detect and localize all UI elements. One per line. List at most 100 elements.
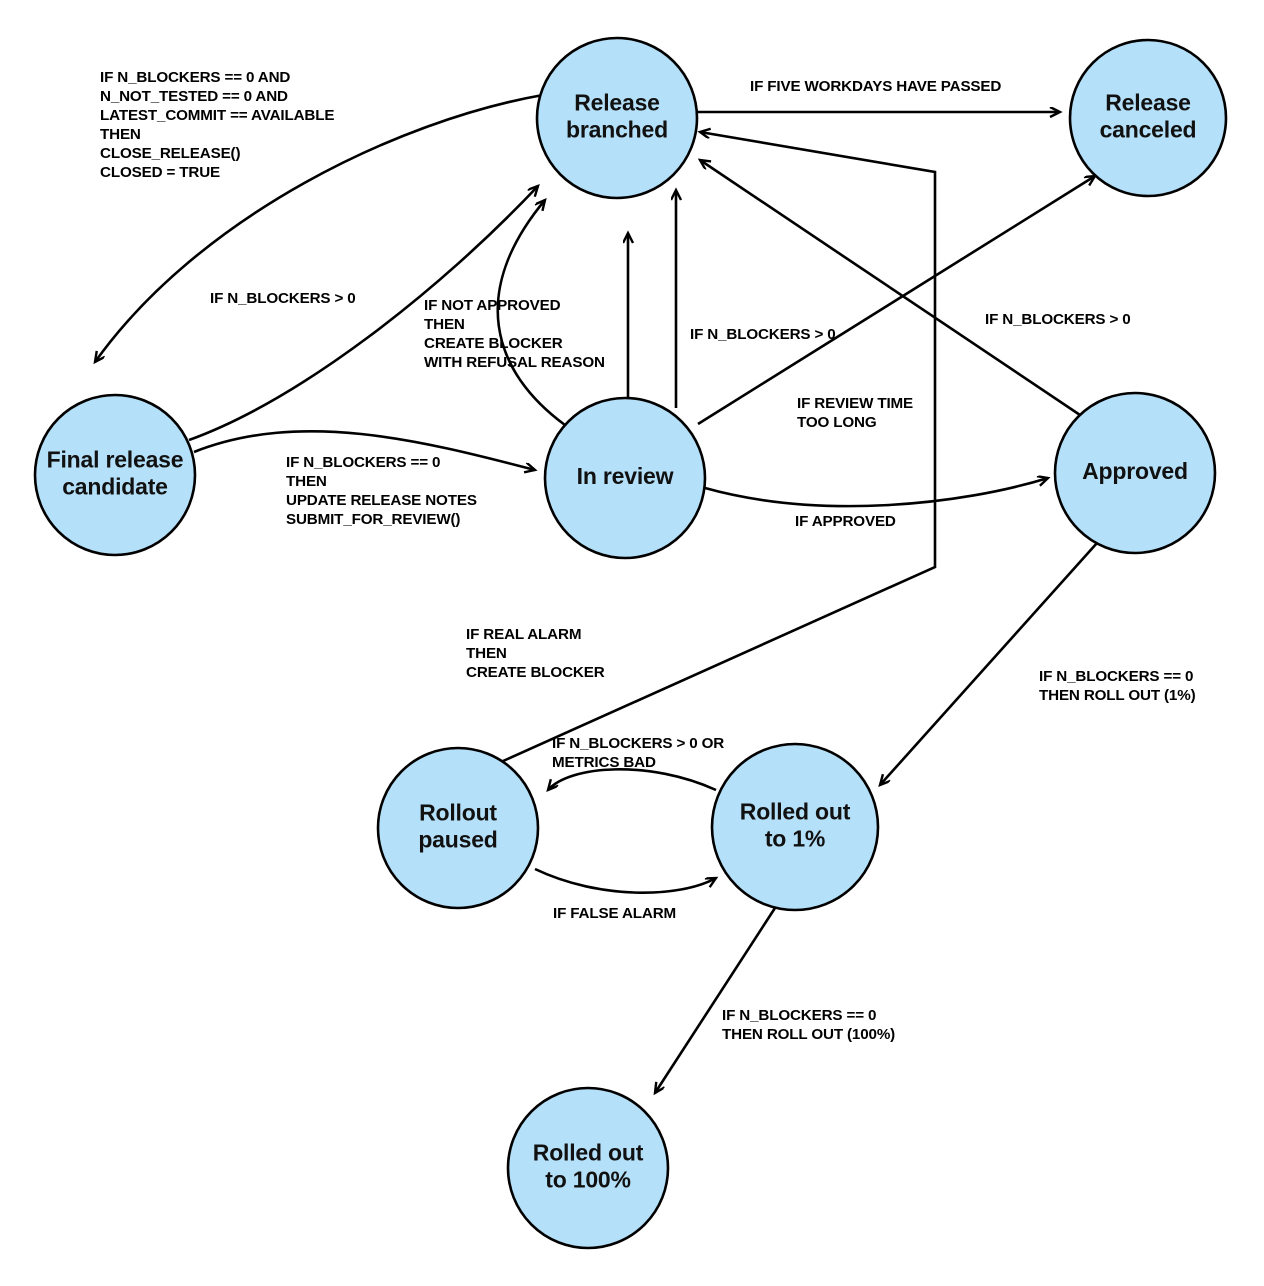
- edge-line: [548, 768, 717, 790]
- state-node-label-line: In review: [577, 463, 674, 489]
- edge-label-line: IF FALSE ALARM: [553, 905, 676, 922]
- state-node-shape[interactable]: [710, 742, 880, 912]
- edge-in-review-to-branched-not-approved: [496, 200, 566, 427]
- edge-label-line: IF N_BLOCKERS > 0: [690, 326, 836, 343]
- edge-label-in-review-to-canceled: IF REVIEW TIME TOO LONG: [797, 395, 913, 431]
- state-node-label-line: Release: [574, 90, 660, 116]
- edge-label-line: CLOSE_RELEASE(): [100, 145, 240, 162]
- edge-label-line: CLOSED = TRUE: [100, 164, 220, 181]
- edge-label-line: IF N_BLOCKERS == 0: [1039, 668, 1193, 685]
- edge-label-line: METRICS BAD: [552, 754, 656, 771]
- state-node-label-line: paused: [418, 827, 497, 853]
- edge-line: [655, 907, 777, 1093]
- edge-label-in-review-to-approved: IF APPROVED: [795, 513, 896, 530]
- edge-line: [534, 867, 716, 894]
- edge-label-line: THEN: [466, 645, 507, 662]
- edge-label-rollout-paused-to-rolled-out-1: IF FALSE ALARM: [553, 905, 676, 922]
- edge-label-line: TOO LONG: [797, 414, 877, 431]
- edge-label-line: CREATE BLOCKER: [466, 664, 605, 681]
- edge-branched-to-final-candidate: [95, 93, 544, 362]
- edge-label-branched-to-canceled: IF FIVE WORKDAYS HAVE PASSED: [750, 78, 1001, 95]
- state-node-shape[interactable]: [506, 1086, 670, 1250]
- edge-rolled-out-1-to-rollout-paused: [548, 768, 717, 790]
- edge-final-candidate-to-in-review: [193, 429, 535, 470]
- edge-rolled-out-1-to-rolled-out-100: [655, 907, 777, 1093]
- state-node-label: Approved: [1082, 458, 1188, 484]
- edge-label-line: IF N_BLOCKERS > 0: [210, 290, 356, 307]
- state-node-shape[interactable]: [33, 393, 197, 557]
- edge-approved-to-rolled-out-1: [880, 542, 1098, 785]
- edge-label-line: IF N_BLOCKERS == 0: [286, 454, 440, 471]
- edge-label-line: THEN: [286, 473, 327, 490]
- state-node-label-line: to 1%: [765, 826, 825, 852]
- edge-line: [697, 176, 1095, 426]
- edge-label-line: IF N_BLOCKERS > 0: [985, 311, 1131, 328]
- edge-approved-to-branched: [700, 160, 1084, 419]
- state-node-shape[interactable]: [1053, 391, 1217, 555]
- state-node-in-review[interactable]: In review: [543, 396, 707, 560]
- edge-label-line: LATEST_COMMIT == AVAILABLE: [100, 107, 334, 124]
- state-node-label-line: Release: [1105, 90, 1191, 116]
- edge-final-candidate-to-branched: [188, 186, 538, 442]
- edge-line: [880, 542, 1098, 785]
- edge-label-approved-to-branched: IF N_BLOCKERS > 0: [985, 311, 1131, 328]
- edge-label-line: N_NOT_TESTED == 0 AND: [100, 88, 288, 105]
- edge-label-line: IF NOT APPROVED: [424, 297, 561, 314]
- edge-in-review-to-approved: [704, 478, 1048, 508]
- edge-line: [496, 200, 566, 427]
- edge-rollout-paused-to-branched: [491, 132, 937, 768]
- edge-labels-layer: IF FIVE WORKDAYS HAVE PASSED IF N_BLOCKER…: [100, 69, 1196, 1043]
- edge-in-review-to-canceled: [697, 176, 1095, 426]
- edge-label-final-candidate-to-in-review: IF N_BLOCKERS == 0 THEN UPDATE RELEASE NOT…: [286, 454, 477, 528]
- edge-label-rolled-out-1-to-rolled-out-100: IF N_BLOCKERS == 0 THEN ROLL OUT (100%): [722, 1007, 895, 1043]
- edge-label-line: WITH REFUSAL REASON: [424, 354, 605, 371]
- edge-label-line: IF APPROVED: [795, 513, 896, 530]
- edge-label-line: THEN ROLL OUT (100%): [722, 1026, 895, 1043]
- state-node-label-line: candidate: [62, 474, 168, 500]
- state-node-shape[interactable]: [543, 396, 707, 560]
- edge-label-line: THEN: [424, 316, 465, 333]
- edge-label-line: THEN: [100, 126, 141, 143]
- edge-label-in-review-to-branched-blockers: IF N_BLOCKERS > 0: [690, 326, 836, 343]
- state-node-label-line: Rolled out: [533, 1140, 644, 1166]
- edge-label-line: SUBMIT_FOR_REVIEW(): [286, 511, 460, 528]
- edge-line: [491, 132, 937, 768]
- state-node-label: In review: [577, 463, 674, 489]
- edge-label-line: IF FIVE WORKDAYS HAVE PASSED: [750, 78, 1001, 95]
- state-node-label-line: Final release: [47, 447, 184, 473]
- edge-label-rolled-out-1-to-rollout-paused: IF N_BLOCKERS > 0 OR METRICS BAD: [552, 735, 724, 771]
- state-node-label-line: Rollout: [419, 800, 497, 826]
- state-node-label-line: branched: [566, 117, 668, 143]
- state-node-shape[interactable]: [1068, 38, 1228, 198]
- state-node-approved[interactable]: Approved: [1053, 391, 1217, 555]
- edge-rollout-paused-to-rolled-out-1: [534, 867, 716, 894]
- state-node-label-line: Rolled out: [740, 799, 851, 825]
- edge-label-line: IF REVIEW TIME: [797, 395, 913, 412]
- edges-layer: [95, 93, 1098, 1093]
- edge-label-line: IF N_BLOCKERS > 0 OR: [552, 735, 724, 752]
- edge-label-line: THEN ROLL OUT (1%): [1039, 687, 1196, 704]
- edge-line: [95, 93, 544, 362]
- edge-line: [188, 186, 538, 442]
- state-node-label-line: to 100%: [545, 1167, 631, 1193]
- edge-label-line: IF N_BLOCKERS == 0: [722, 1007, 876, 1024]
- state-node-label-line: canceled: [1100, 117, 1197, 143]
- edge-label-line: UPDATE RELEASE NOTES: [286, 492, 477, 509]
- state-node-shape[interactable]: [376, 746, 540, 910]
- state-node-shape[interactable]: [535, 36, 699, 200]
